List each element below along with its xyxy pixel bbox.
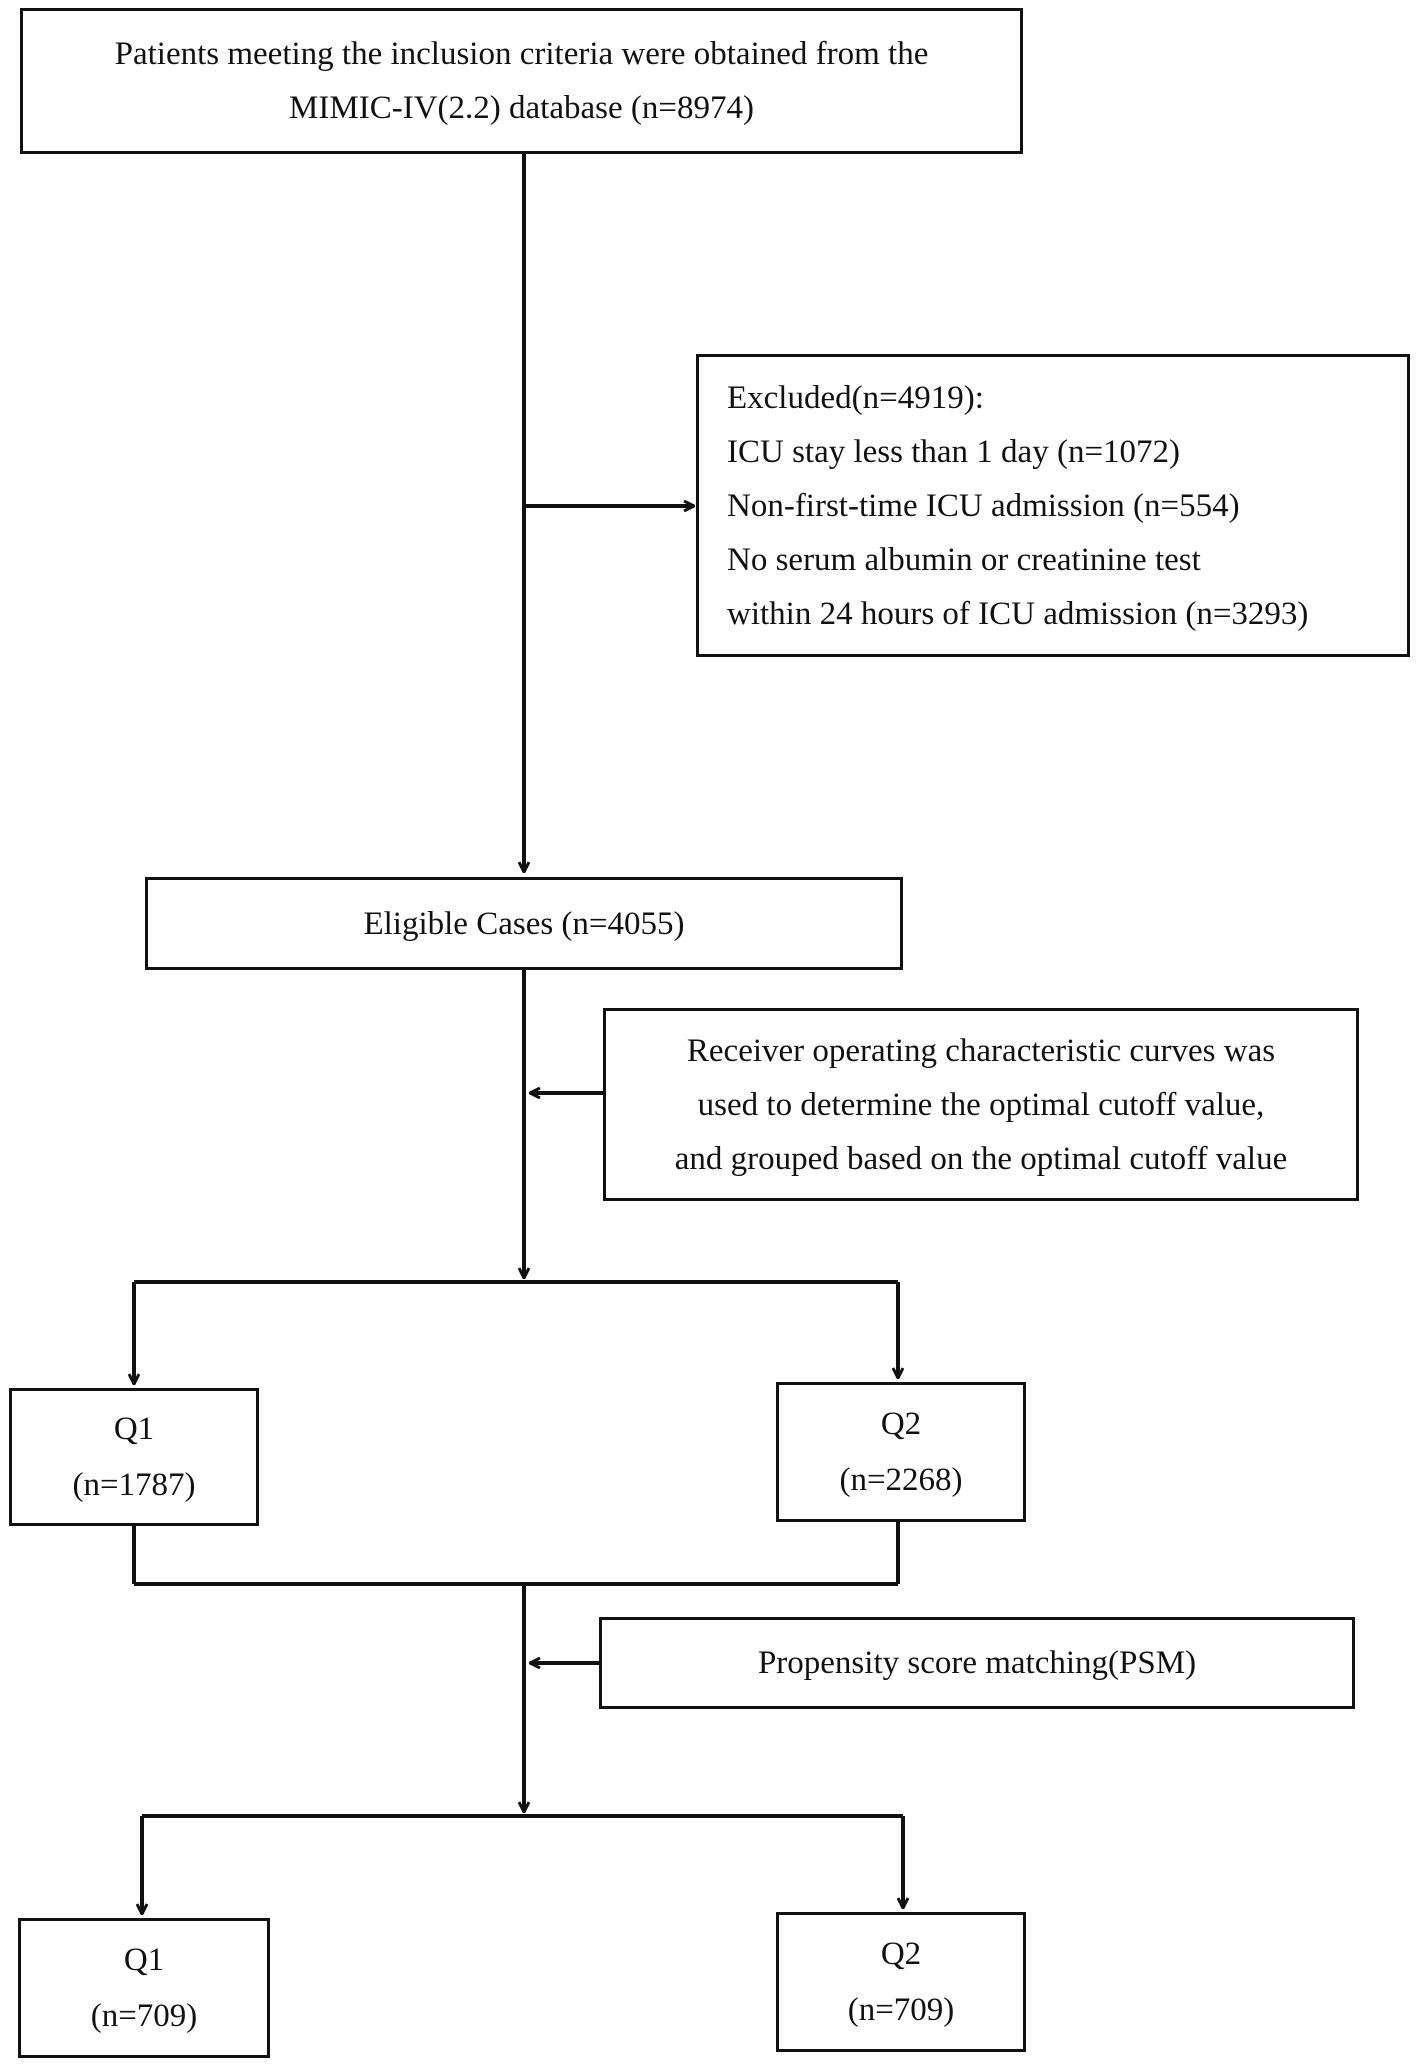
start-box: Patients meeting the inclusion criteria … (20, 8, 1023, 154)
q2-before-box: Q2 (n=2268) (776, 1382, 1026, 1522)
excluded-line-5: within 24 hours of ICU admission (n=3293… (727, 595, 1309, 632)
excluded-line-2: ICU stay less than 1 day (n=1072) (727, 433, 1181, 470)
roc-line-2: used to determine the optimal cutoff val… (697, 1086, 1265, 1123)
roc-line-3: and grouped based on the optimal cutoff … (674, 1140, 1288, 1177)
q1-before-count: (n=1787) (72, 1467, 196, 1503)
q1-before-name: Q1 (113, 1411, 155, 1447)
psm-label: Propensity score matching(PSM) (757, 1645, 1197, 1681)
eligible-box: Eligible Cases (n=4055) (145, 877, 903, 970)
eligible-label: Eligible Cases (n=4055) (363, 905, 685, 942)
q2-after-box: Q2 (n=709) (776, 1912, 1026, 2052)
q1-before-box: Q1 (n=1787) (9, 1388, 259, 1526)
roc-box: Receiver operating characteristic curves… (603, 1008, 1359, 1201)
q1-after-count: (n=709) (90, 1998, 198, 2034)
q2-after-name: Q2 (880, 1936, 922, 1972)
start-line-2: MIMIC-IV(2.2) database (n=8974) (289, 90, 754, 126)
q2-before-count: (n=2268) (839, 1462, 963, 1498)
excluded-line-1: Excluded(n=4919): (727, 379, 984, 416)
excluded-line-4: No serum albumin or creatinine test (727, 541, 1201, 578)
excluded-box: Excluded(n=4919): ICU stay less than 1 d… (696, 354, 1410, 657)
start-line-1: Patients meeting the inclusion criteria … (114, 36, 929, 72)
q1-after-box: Q1 (n=709) (18, 1918, 270, 2058)
q1-after-name: Q1 (123, 1942, 165, 1978)
q2-before-name: Q2 (880, 1406, 922, 1442)
roc-line-1: Receiver operating characteristic curves… (686, 1032, 1276, 1069)
q2-after-count: (n=709) (847, 1992, 955, 2028)
psm-box: Propensity score matching(PSM) (599, 1617, 1355, 1709)
excluded-line-3: Non-first-time ICU admission (n=554) (727, 487, 1240, 524)
